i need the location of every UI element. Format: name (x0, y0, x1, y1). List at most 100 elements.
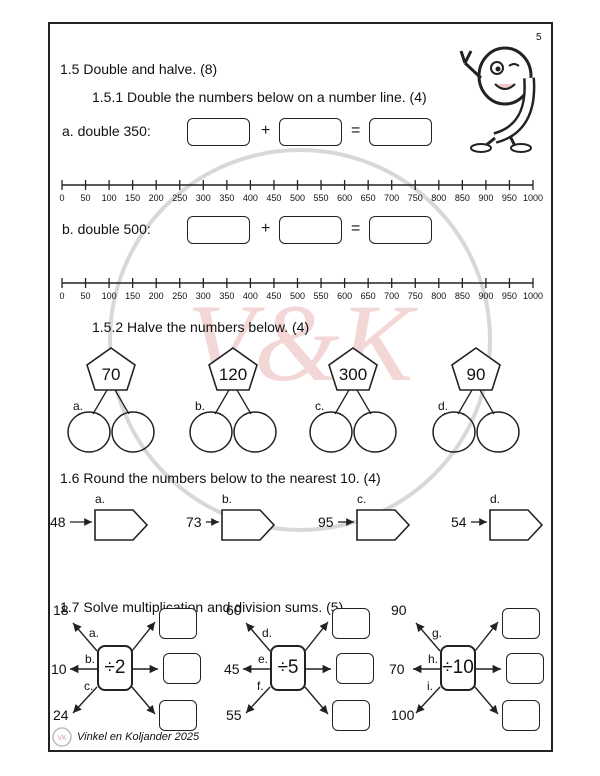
item-letter: f. (257, 679, 264, 693)
arrow-down-right (474, 686, 499, 715)
item-letter: b. (195, 399, 206, 413)
double-b-answer-box-1[interactable] (187, 216, 250, 244)
tick-label: 500 (289, 291, 306, 301)
arrow-down-left (72, 686, 98, 714)
operator-box: ÷10 (440, 645, 476, 691)
tick-label: 850 (454, 291, 470, 301)
tick-label: 500 (289, 193, 306, 203)
tick-label: 50 (80, 193, 91, 203)
tick-label: 1000 (522, 193, 544, 203)
item-letter: c. (315, 399, 325, 413)
tick-label: 400 (242, 291, 258, 301)
mascot-nine-icon (459, 46, 536, 153)
half-answer-circle (476, 411, 520, 453)
arrow-down-right (131, 686, 156, 715)
answer-box[interactable] (336, 653, 374, 684)
tick-label: 700 (384, 291, 400, 301)
tick-label: 750 (407, 291, 423, 301)
dividend-number: 18 (53, 602, 69, 618)
section-1-5-2-title: 1.5.2 Halve the numbers below. (4) (92, 319, 310, 335)
tick-label: 250 (172, 291, 188, 301)
double-a-answer-box-1[interactable] (187, 118, 250, 146)
plus-sign: + (261, 122, 271, 139)
equals-sign: = (351, 122, 361, 139)
round-answer-box (221, 509, 276, 541)
tick-label: 300 (195, 291, 211, 301)
arrow-up-right (131, 621, 156, 652)
double-a-answer-box-2[interactable] (279, 118, 342, 146)
equals-sign: = (351, 220, 361, 237)
tick-label: 750 (407, 193, 423, 203)
round-answer-box (356, 509, 411, 541)
tick-label: 350 (219, 291, 235, 301)
tick-label: 350 (219, 193, 235, 203)
item-letter: i. (427, 679, 433, 693)
half-answer-circle (67, 411, 111, 453)
footer-logo-icon: VK (52, 727, 72, 747)
tick-label: 550 (313, 291, 329, 301)
arrow-up-left (415, 622, 441, 652)
answer-box[interactable] (159, 608, 197, 639)
tick-label: 200 (148, 291, 164, 301)
branch-line (236, 389, 252, 415)
tick-label: 650 (360, 193, 376, 203)
answer-box[interactable] (332, 608, 370, 639)
half-answer-circle (111, 411, 155, 453)
tick-label: 150 (125, 193, 141, 203)
tick-label: 900 (478, 291, 494, 301)
section-1-7-title: 1.7 Solve multiplication and division su… (60, 599, 344, 615)
tick-label: 450 (266, 193, 282, 203)
branch-line (334, 389, 350, 415)
item-letter: b. (222, 492, 233, 506)
round-number: 95 (318, 514, 334, 530)
halve-number: 70 (101, 365, 121, 384)
double-b-answer-box-2[interactable] (279, 216, 342, 244)
tick-label: 800 (431, 291, 447, 301)
answer-box[interactable] (163, 653, 201, 684)
halve-number: 120 (218, 365, 248, 384)
tick-label: 0 (59, 193, 65, 203)
dividend-number: 10 (51, 661, 67, 677)
number-pentagon (86, 347, 136, 391)
tick-label: 250 (172, 193, 188, 203)
item-letter: e. (258, 652, 269, 666)
tick-label: 600 (337, 193, 353, 203)
item-letter: d. (262, 626, 273, 640)
arrow-up-right (474, 621, 499, 652)
tick-label: 700 (384, 193, 400, 203)
section-1-6-title: 1.6 Round the numbers below to the neare… (60, 470, 381, 486)
answer-box[interactable] (506, 653, 544, 684)
double-b-answer-box-3[interactable] (369, 216, 432, 244)
tick-label: 550 (313, 193, 329, 203)
item-letter: c. (84, 679, 94, 693)
answer-box[interactable] (159, 700, 197, 731)
section-1-5-title: 1.5 Double and halve. (8) (60, 61, 218, 77)
tick-label: 600 (337, 291, 353, 301)
arrow-down-left (415, 686, 441, 714)
double-b-label: b. double 500: (62, 221, 151, 237)
operator-box: ÷5 (270, 645, 306, 691)
dividend-number: 24 (53, 707, 69, 723)
answer-box[interactable] (502, 608, 540, 639)
double-a-label: a. double 350: (62, 123, 151, 139)
half-answer-circle (189, 411, 233, 453)
number-pentagon (328, 347, 378, 391)
half-answer-circle (353, 411, 397, 453)
svg-text:VK: VK (57, 735, 67, 742)
item-letter: c. (357, 492, 367, 506)
round-number: 54 (451, 514, 467, 530)
item-letter: d. (438, 399, 449, 413)
half-answer-circle (432, 411, 476, 453)
answer-box[interactable] (332, 700, 370, 731)
item-letter: g. (432, 626, 443, 640)
half-answer-circle (233, 411, 277, 453)
dividend-number: 70 (389, 661, 405, 677)
answer-box[interactable] (502, 700, 540, 731)
tick-label: 950 (501, 291, 517, 301)
double-a-answer-box-3[interactable] (369, 118, 432, 146)
tick-label: 0 (59, 291, 65, 301)
tick-label: 300 (195, 193, 211, 203)
round-answer-box (489, 509, 544, 541)
plus-sign: + (261, 220, 271, 237)
section-1-5-1-title: 1.5.1 Double the numbers below on a numb… (92, 89, 427, 105)
